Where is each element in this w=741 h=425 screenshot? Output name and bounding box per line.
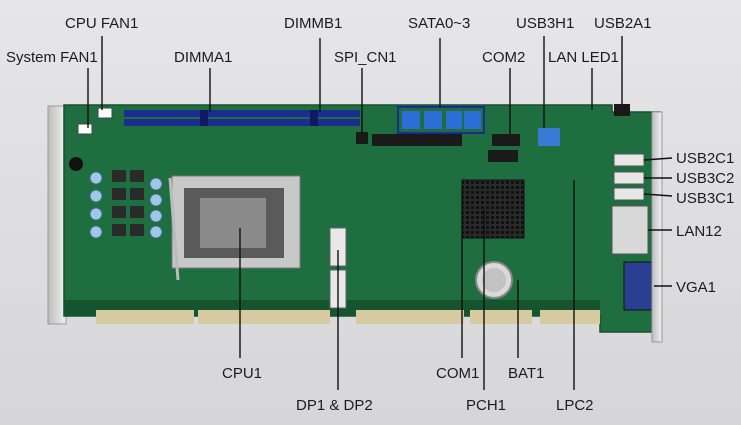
fan-connector-system [77,123,93,135]
label-vga1: VGA1 [676,279,716,296]
com2-header [492,134,520,146]
label-usb3c2: USB3C2 [676,170,734,187]
label-usb2a1: USB2A1 [594,15,652,32]
label-usb2c1: USB2C1 [676,150,734,167]
label-lan-led1: LAN LED1 [548,49,619,66]
com-header-2 [488,150,518,162]
rear-io [611,111,663,343]
label-usb3c1: USB3C1 [676,190,734,207]
vrm-components [89,171,163,239]
usb2a1-connector [614,104,630,116]
label-lan12: LAN12 [676,223,722,240]
label-bat1: BAT1 [508,365,544,382]
label-usb3h1: USB3H1 [516,15,574,32]
vrm-chokes [112,170,144,236]
usb3h1-header [538,128,560,146]
fan-connector-cpu [97,107,113,119]
gold-fingers [96,310,600,324]
header-row-1 [372,134,462,146]
pch-heatsink [461,179,525,239]
dimm-slots [124,110,360,126]
label-cpu-fan1: CPU FAN1 [65,15,138,32]
label-spi-cn1: SPI_CN1 [334,49,397,66]
leader-lines [87,36,673,390]
label-com1: COM1 [436,365,479,382]
label-system-fan1: System FAN1 [6,49,98,66]
label-dimmb1: DIMMB1 [284,15,342,32]
label-pch1: PCH1 [466,397,506,414]
label-dimma1: DIMMA1 [174,49,232,66]
label-com2: COM2 [482,49,525,66]
spi-header [356,132,368,144]
label-sata: SATA0~3 [408,15,470,32]
cpu-socket [168,175,301,281]
label-cpu1: CPU1 [222,365,262,382]
label-dp: DP1 & DP2 [296,397,373,414]
buzzer [69,157,83,171]
sata-ports [397,106,485,134]
battery-inner [482,268,506,292]
label-lpc2: LPC2 [556,397,594,414]
